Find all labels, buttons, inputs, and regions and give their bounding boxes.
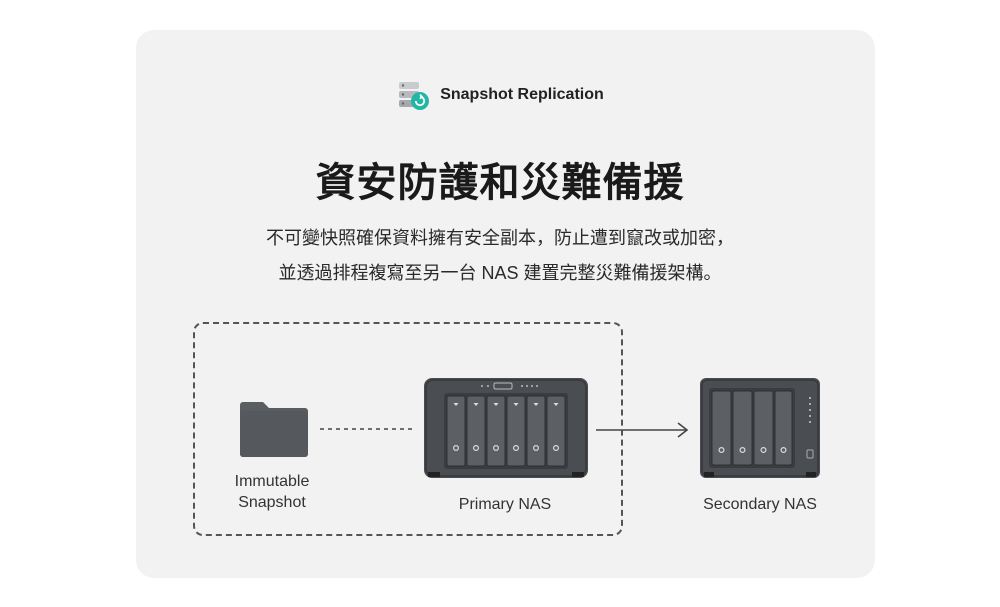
snapshot-label-line-2: Snapshot	[238, 494, 306, 511]
folder-icon	[240, 402, 308, 457]
snapshot-label: Immutable Snapshot	[224, 471, 320, 513]
replication-arrow	[596, 422, 689, 438]
subtitle-line-2: 並透過排程複寫至另一台 NAS 建置完整災難備援架構。	[278, 263, 722, 283]
snapshot-label-line-1: Immutable	[234, 473, 310, 490]
app-name: Snapshot Replication	[440, 86, 604, 103]
primary-site-boundary	[193, 322, 623, 536]
primary-nas-label: Primary NAS	[458, 496, 552, 513]
app-brand: Snapshot Replication	[0, 78, 1000, 112]
secondary-nas-icon	[700, 378, 820, 478]
secondary-nas-label: Secondary NAS	[703, 496, 817, 513]
feature-card	[136, 30, 875, 578]
snapshot-to-primary-link	[320, 428, 414, 430]
primary-nas-icon	[424, 378, 588, 478]
subtitle-line-1: 不可變快照確保資料擁有安全副本，防止遭到竄改或加密，	[266, 228, 734, 248]
snapshot-replication-logo-icon	[399, 82, 430, 110]
page-title: 資安防護和災難備援	[315, 161, 685, 205]
